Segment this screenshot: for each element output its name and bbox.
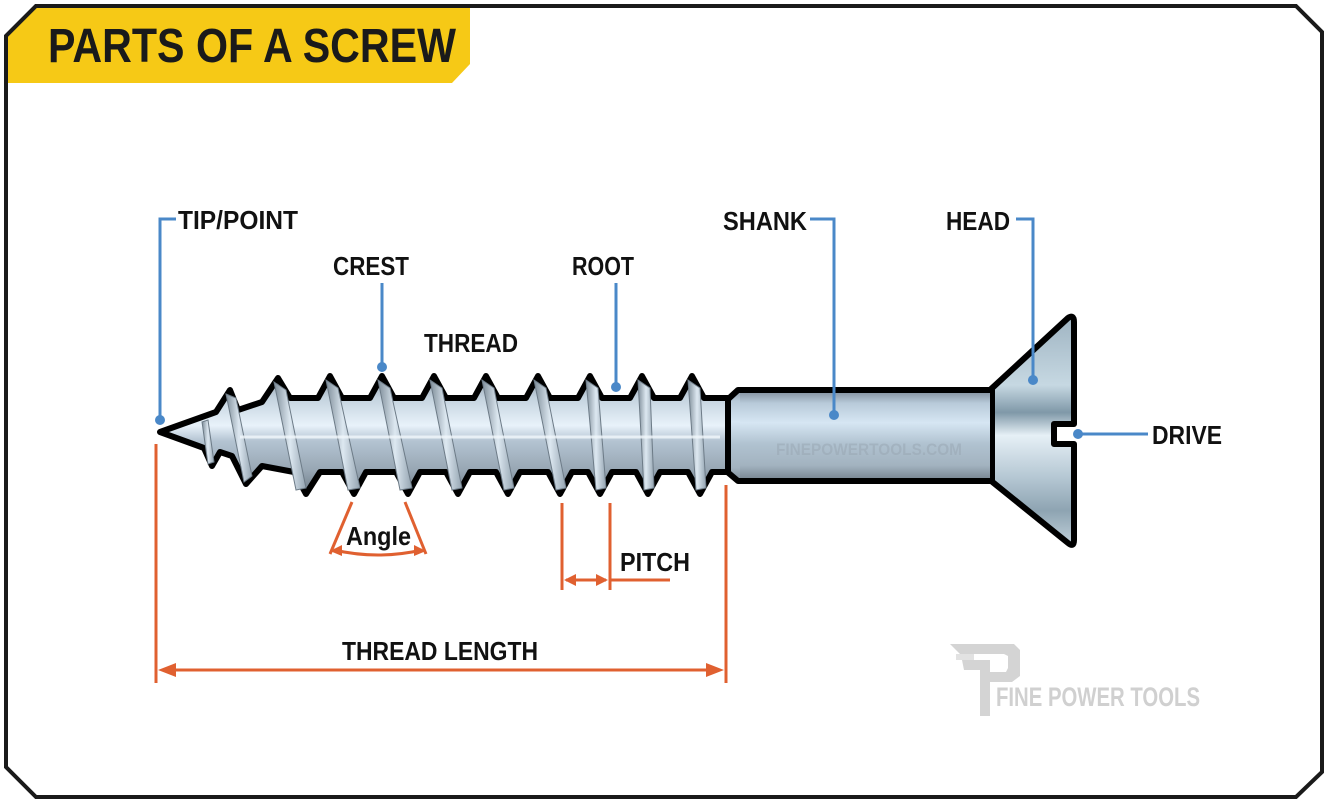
label-thread: THREAD — [424, 328, 518, 358]
thread-ridges — [225, 378, 707, 491]
dimension-angle: Angle — [328, 501, 428, 557]
label-pitch: PITCH — [620, 547, 690, 577]
label-crest: CREST — [333, 251, 409, 281]
callout-head: HEAD — [946, 206, 1038, 385]
callout-tip: TIP/POINT — [155, 205, 298, 425]
callout-drive: DRIVE — [1073, 420, 1222, 450]
dimension-pitch: PITCH — [560, 503, 690, 590]
brand-logo: FINE POWER TOOLS — [950, 644, 1200, 716]
label-tip: TIP/POINT — [178, 205, 298, 235]
callout-crest: CREST — [333, 251, 409, 372]
watermark: FINEPOWERTOOLS.COM — [776, 440, 962, 459]
dimension-thread-length: THREAD LENGTH — [154, 444, 728, 683]
label-root: ROOT — [572, 251, 634, 281]
screw-head — [987, 313, 1077, 548]
label-drive: DRIVE — [1152, 420, 1222, 450]
callout-shank: SHANK — [723, 206, 839, 420]
callout-root: ROOT — [572, 251, 634, 392]
label-shank: SHANK — [723, 206, 807, 236]
title-banner — [8, 6, 470, 83]
label-angle: Angle — [346, 521, 411, 551]
label-head: HEAD — [946, 206, 1010, 236]
page-title: PARTS OF A SCREW — [48, 20, 457, 73]
screw: FINEPOWERTOOLS.COM — [157, 313, 1077, 548]
label-thread-length: THREAD LENGTH — [342, 636, 538, 666]
logo-text: FINE POWER TOOLS — [996, 682, 1200, 712]
logo-mark-icon — [950, 644, 1020, 716]
